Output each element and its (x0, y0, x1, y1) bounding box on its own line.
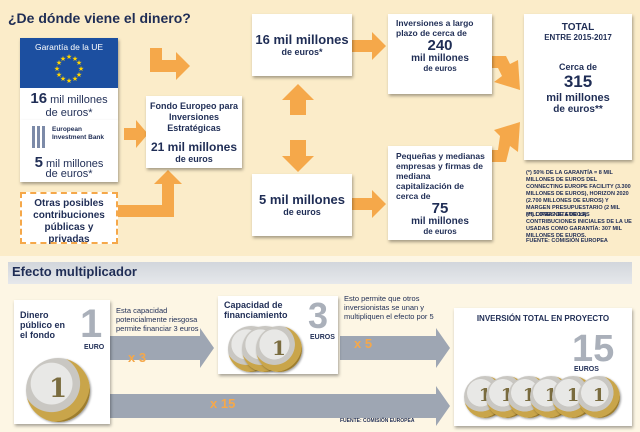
svg-text:★: ★ (56, 71, 62, 79)
total-investment-unit: EUROS (574, 366, 599, 373)
eu-amount-unit: mil millones (50, 94, 108, 106)
arrow-fund-up (282, 84, 314, 115)
euro-coin-icon: 1 (256, 326, 302, 372)
total-prefix: Cerca de (558, 62, 598, 72)
total-period: ENTRE 2015-2017 (544, 33, 612, 42)
page-title: ¿De dónde viene el dinero? (8, 10, 191, 26)
eu-guarantee-card: Garantía de la UE ★★★★ ★★★★ ★★★★ 16 mil … (20, 38, 118, 120)
svg-text:★: ★ (72, 55, 78, 63)
multiplier-arrows (110, 328, 450, 426)
eu-amount-number: 16 (30, 90, 48, 107)
arrow-fund-down (282, 140, 314, 172)
arrow-sme-to-total (492, 122, 520, 162)
total-number: 315 (563, 72, 593, 91)
svg-text:★: ★ (66, 77, 72, 85)
source-top: FUENTE: COMISIÓN EUROPEA (526, 238, 608, 244)
svg-text:★: ★ (76, 59, 82, 67)
long-term-card: Inversiones a largo plazo de cerca de 24… (388, 14, 492, 94)
top-split-card: 16 mil millones de euros* (252, 14, 352, 76)
long-term-number: 240 (427, 37, 453, 54)
bottom-split-amount: 5 mil millones (259, 192, 345, 207)
arrow-eu-to-topsplit (150, 48, 190, 80)
top-split-unit: de euros* (281, 47, 323, 57)
svg-text:★: ★ (76, 71, 82, 79)
svg-text:★: ★ (72, 75, 78, 83)
multiplier-x15-label: x 15 (210, 396, 236, 411)
flow-arrows (118, 32, 520, 218)
eib-amount-tail: de euros* (45, 168, 93, 180)
capacity-unit: EUROS (310, 334, 335, 341)
svg-text:★: ★ (78, 65, 84, 73)
total-investment-card: INVERSIÓN TOTAL EN PROYECTO 15 EUROS 1 1… (454, 308, 632, 426)
multiplier-x5-label: x 5 (354, 336, 373, 351)
svg-text:★: ★ (60, 75, 66, 83)
eib-amount-unit: mil millones (45, 158, 104, 170)
multiplier-text-1: Esta capacidad potencialmente riesgosa p… (116, 306, 199, 333)
efsi-fund-amount: 21 mil millones (150, 140, 238, 154)
capacity-label: Capacidad de financiamiento (224, 300, 288, 320)
sme-number: 75 (431, 200, 449, 217)
bottom-split-unit: de euros (283, 207, 321, 217)
sme-card: Pequeñas y medianas empresas y firmas de… (388, 146, 492, 240)
public-money-label: Dinero público en el fondo (20, 310, 65, 340)
eu-guarantee-label: Garantía de la UE (34, 42, 104, 52)
arrow-eib-to-fund (124, 120, 148, 148)
bottom-split-card: 5 mil millones de euros (252, 174, 352, 236)
eib-amount-number: 5 (34, 154, 43, 171)
eib-name: European Investment Bank (52, 126, 105, 141)
footnote-1: (*) 50% DE LA GARANTÍA = 8 MIL MILLONES … (526, 170, 631, 218)
euro-coin-icon: 1 (26, 358, 90, 422)
svg-text:★: ★ (56, 59, 62, 67)
capacity-number: 3 (308, 295, 329, 336)
public-money-unit: EURO (84, 344, 105, 351)
total-tail: de euros** (553, 104, 603, 115)
total-investment-number: 15 (572, 328, 615, 370)
arrow-top-to-longterm (352, 32, 386, 60)
top-split-amount: 16 mil millones (255, 32, 349, 47)
arrow-x3 (110, 328, 214, 368)
sme-unit: mil millones (411, 216, 469, 227)
other-contributions-card: Otras posibles contribuciones públicas y… (20, 192, 118, 245)
sme-tail: de euros (423, 227, 457, 236)
footnote-2: (**) CIFRA NETA DE LAS CONTRIBUCIONES IN… (526, 212, 632, 239)
public-money-number: 1 (80, 302, 103, 346)
source-bottom: FUENTE: COMISIÓN EUROPEA (340, 418, 415, 424)
long-term-text: Inversiones a largo plazo de cerca de (396, 18, 474, 38)
arrow-x5 (340, 328, 450, 368)
section-title-multiplier: Efecto multiplicador (12, 264, 137, 279)
arrow-other-to-fund (118, 170, 182, 217)
capacity-card: Capacidad de financiamiento 3 EUROS 1 1 … (218, 296, 338, 374)
long-term-unit: mil millones (411, 53, 469, 64)
eib-logo-icon (32, 126, 45, 148)
total-label: TOTAL (561, 22, 595, 33)
section-header-bar (8, 262, 632, 284)
eu-amount-tail: de euros* (45, 107, 93, 119)
svg-text:★: ★ (54, 65, 60, 73)
eu-amount-area: 16 mil millones de euros* (20, 88, 118, 120)
svg-text:★: ★ (66, 53, 72, 61)
other-contributions-text: Otras posibles contribuciones públicas y… (33, 198, 105, 245)
arrow-bottom-to-sme (352, 190, 386, 218)
multiplier-text-2: Esto permite que otros inversionistas se… (344, 294, 434, 321)
public-money-card: Dinero público en el fondo 1 EURO 1 (14, 300, 110, 424)
eu-flag-stars-icon: ★★★★ ★★★★ ★★★★ (54, 53, 84, 85)
total-card: TOTAL ENTRE 2015-2017 Cerca de 315 mil m… (524, 14, 632, 160)
efsi-fund-unit: de euros (175, 154, 213, 164)
eib-card: European Investment Bank 5 mil millones … (20, 120, 118, 182)
total-unit: mil millones (546, 92, 610, 104)
total-investment-label: INVERSIÓN TOTAL EN PROYECTO (476, 314, 610, 323)
efsi-fund-card: Fondo Europeo para Inversiones Estratégi… (146, 96, 242, 168)
multiplier-x3-label: x 3 (128, 350, 147, 365)
long-term-tail: de euros (423, 64, 457, 73)
sme-text: Pequeñas y medianas empresas y firmas de… (396, 151, 485, 201)
svg-text:★: ★ (60, 55, 66, 63)
arrow-longterm-to-total (492, 56, 520, 90)
efsi-fund-name: Fondo Europeo para Inversiones Estratégi… (150, 101, 239, 133)
euro-coin-icon: 1 (578, 376, 620, 418)
arrow-x15 (110, 386, 450, 426)
